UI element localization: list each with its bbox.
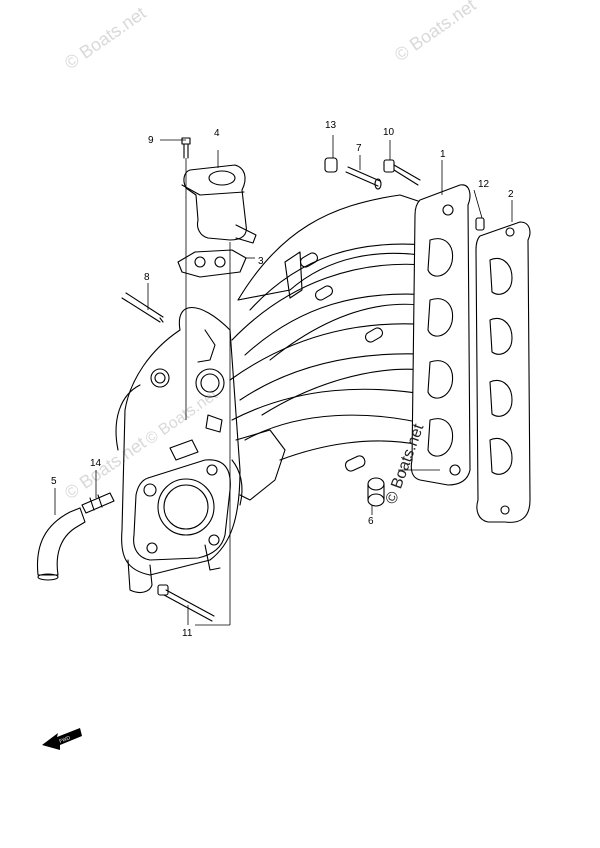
bolt-10 (383, 159, 421, 186)
callout-8: 8 (144, 272, 150, 283)
callout-6: 6 (368, 516, 374, 527)
intake-manifold (115, 184, 471, 594)
callout-11: 11 (182, 628, 193, 639)
callout-10: 10 (383, 127, 395, 138)
nut-13 (324, 157, 338, 173)
watermark-top-right: © Boats.net (391, 0, 480, 65)
hose-5 (36, 507, 86, 581)
callout-3: 3 (258, 256, 264, 267)
callout-1: 1 (440, 149, 446, 160)
callout-12: 12 (478, 179, 490, 190)
callout-13: 13 (325, 120, 337, 131)
leader-lines (54, 135, 513, 626)
callout-labels: 1 2 3 4 5 6 7 8 9 10 11 12 13 14 (51, 120, 514, 639)
callout-7: 7 (356, 143, 362, 154)
bolt-9 (181, 137, 191, 159)
watermark-mid-center: © Boats.net (143, 386, 222, 448)
fwd-arrow-icon: FWD (42, 728, 82, 750)
manifold-gasket (475, 221, 531, 523)
fwd-arrow-label: FWD (59, 735, 72, 745)
callout-2: 2 (508, 189, 514, 200)
valve-gasket (177, 249, 247, 278)
callout-14: 14 (90, 458, 102, 469)
watermark-top-left: © Boats.net (61, 3, 150, 73)
idle-air-control-valve (181, 164, 257, 244)
callout-4: 4 (214, 128, 220, 139)
spacer-6 (367, 477, 385, 507)
stud-8 (121, 292, 164, 323)
bolt-7 (345, 166, 382, 190)
fitting-14 (81, 492, 115, 514)
dowel-12 (475, 217, 485, 231)
bolt-11 (157, 584, 215, 622)
callout-9: 9 (148, 135, 154, 146)
callout-5: 5 (51, 476, 57, 487)
